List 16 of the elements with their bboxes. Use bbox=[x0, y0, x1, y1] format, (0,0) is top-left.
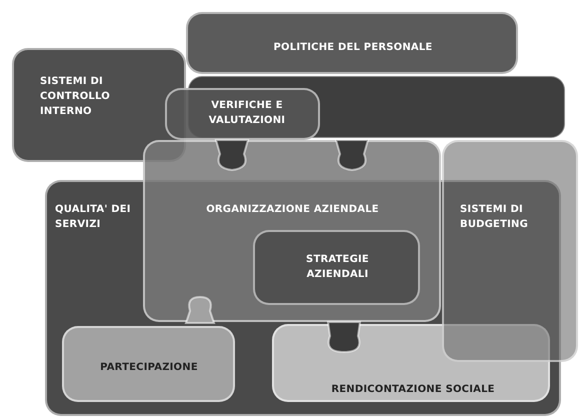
audit-box bbox=[165, 88, 320, 140]
social-reporting-box bbox=[272, 324, 550, 402]
box-label: ORGANIZZAZIONE AZIENDALE bbox=[205, 203, 380, 217]
box-label: RENDICONTAZIONE SOCIALE bbox=[330, 383, 496, 397]
box-label: STRATEGIE AZIENDALI bbox=[305, 253, 370, 282]
control-systems-box bbox=[12, 48, 186, 162]
box-label: POLITICHE DEL PERSONALE bbox=[272, 41, 434, 55]
box-label: PARTECIPAZIONE bbox=[99, 361, 199, 375]
policy-band bbox=[186, 12, 518, 74]
strategy-box bbox=[253, 230, 420, 305]
box-label: VERIFICHE E VALUTAZIONI bbox=[208, 99, 286, 128]
participation-box bbox=[62, 326, 235, 402]
budgeting-panel bbox=[442, 140, 578, 362]
box-label: SISTEMI DI CONTROLLO INTERNO bbox=[40, 75, 111, 119]
box-label: SISTEMI DI BUDGETING bbox=[460, 203, 530, 232]
box-label: QUALITA' DEI SERVIZI bbox=[55, 203, 132, 232]
